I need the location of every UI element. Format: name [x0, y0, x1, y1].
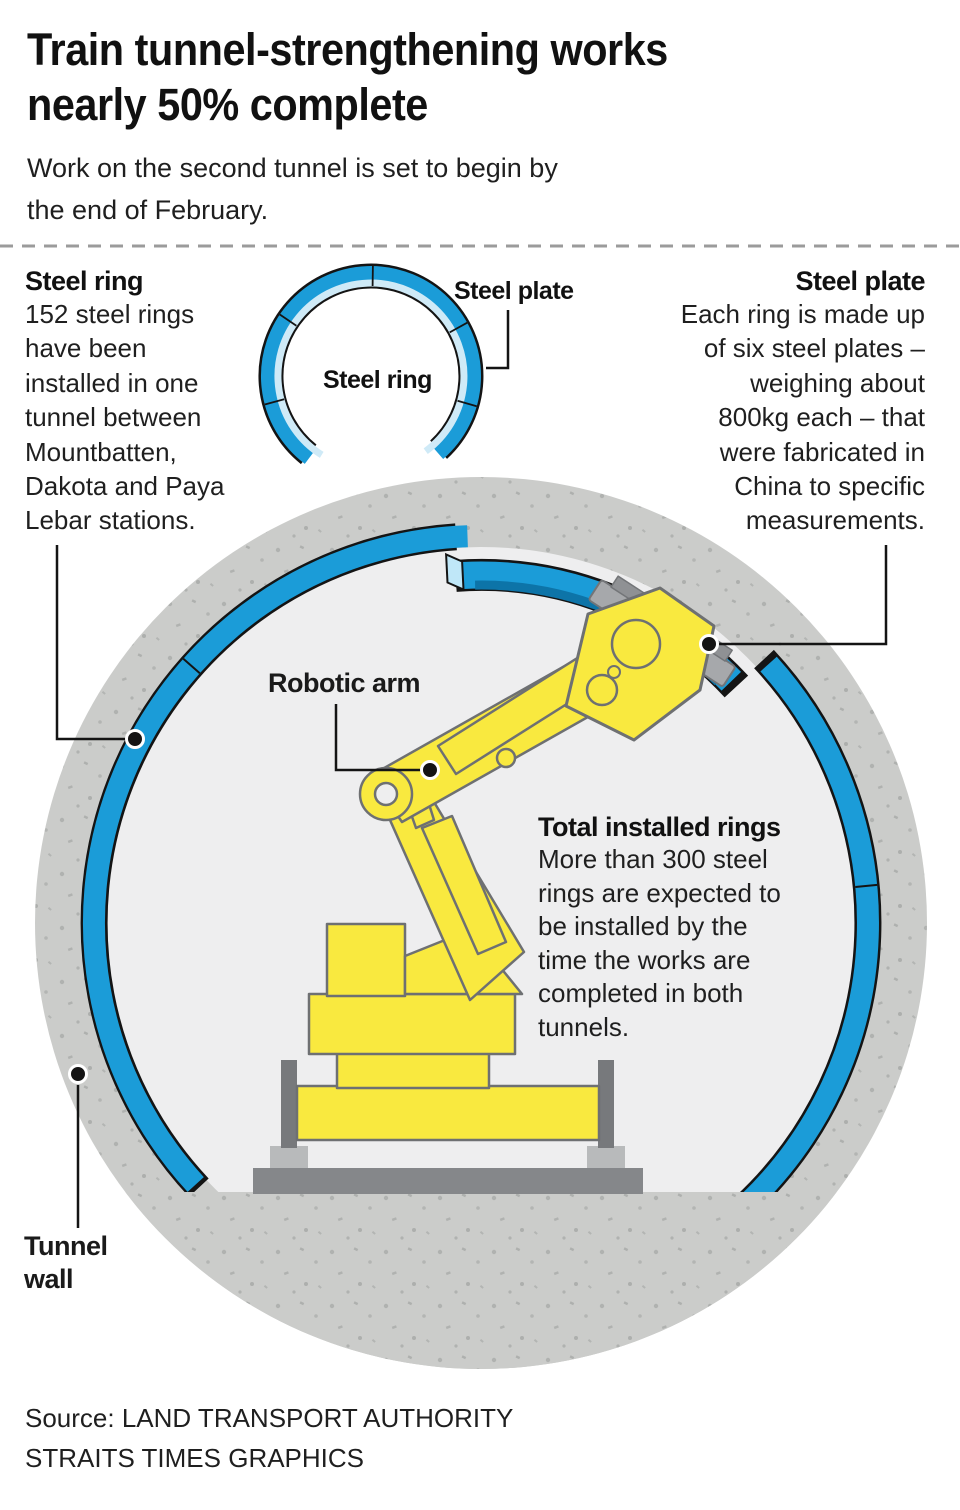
- tunnel-cross-section: [35, 477, 927, 1369]
- page-title: Train tunnel-strengthening works nearly …: [27, 22, 668, 132]
- tunnel-floor: [35, 1192, 927, 1369]
- machine-leg: [598, 1060, 614, 1148]
- steel-ring-arc-right: [735, 649, 882, 1216]
- steel-ring-arc-left: [80, 523, 468, 1197]
- hydraulic-cylinder: [420, 814, 508, 956]
- mini-ring-segment-dividers: [264, 265, 477, 408]
- tunnel-wall-label: Tunnel wall: [24, 1231, 108, 1294]
- steel-plate-heading: Steel plate: [795, 266, 925, 296]
- title-line: Train tunnel-strengthening works: [27, 24, 668, 75]
- tunnel-wall-leader-dot: [68, 1064, 88, 1084]
- machine-platform: [295, 1084, 601, 1142]
- robotic-arm-leader-line: [334, 704, 422, 772]
- machine-cab: [325, 922, 407, 998]
- machine-leg: [281, 1060, 297, 1148]
- mini-plate-leader-line: [486, 310, 510, 370]
- arm-pin: [495, 747, 517, 769]
- machine-box: [335, 1050, 491, 1090]
- leader-dots: [68, 634, 719, 1084]
- source-line: Source: LAND TRANSPORT AUTHORITY: [25, 1403, 514, 1433]
- title-line: nearly 50% complete: [27, 79, 428, 130]
- steel-ring-heading: Steel ring: [25, 266, 144, 296]
- robotic-arm-leader-dot: [420, 760, 440, 780]
- machine-foot: [587, 1146, 625, 1168]
- plate-end-cap: [445, 552, 465, 592]
- robotic-arm-label: Robotic arm: [268, 668, 421, 698]
- robotic-arm: [358, 575, 736, 1002]
- mini-steel-ring-label: Steel ring: [323, 366, 432, 394]
- steel-ring-leader-line: [55, 545, 126, 741]
- leader-lines: [55, 545, 888, 1228]
- base-track: [253, 1168, 643, 1194]
- machine-body: [307, 992, 517, 1056]
- machine-foot: [270, 1146, 308, 1168]
- ring-segment-divider: [182, 657, 201, 675]
- ring-segment-divider: [855, 883, 878, 888]
- total-rings-text-block: Total installed rings More than 300 stee…: [538, 812, 781, 1042]
- total-rings-heading: Total installed rings: [538, 812, 781, 842]
- steel-plate-leader-line: [718, 545, 888, 646]
- machine-base: [253, 922, 643, 1194]
- source-credit: Source: LAND TRANSPORT AUTHORITY STRAITS…: [25, 1398, 513, 1478]
- page-subtitle: Work on the second tunnel is set to begi…: [27, 153, 558, 225]
- steel-plate-text-block: Steel plate Each ring is made up of six …: [680, 266, 926, 536]
- steel-ring-text-block: Steel ring 152 steel rings have been ins…: [25, 266, 225, 536]
- steel-plate-leader-dot: [699, 634, 719, 654]
- mini-steel-plate-label: Steel plate: [454, 277, 574, 305]
- source-line: STRAITS TIMES GRAPHICS: [25, 1443, 365, 1473]
- mini-ring-diagram: [258, 263, 510, 465]
- steel-ring-leader-dot: [125, 729, 145, 749]
